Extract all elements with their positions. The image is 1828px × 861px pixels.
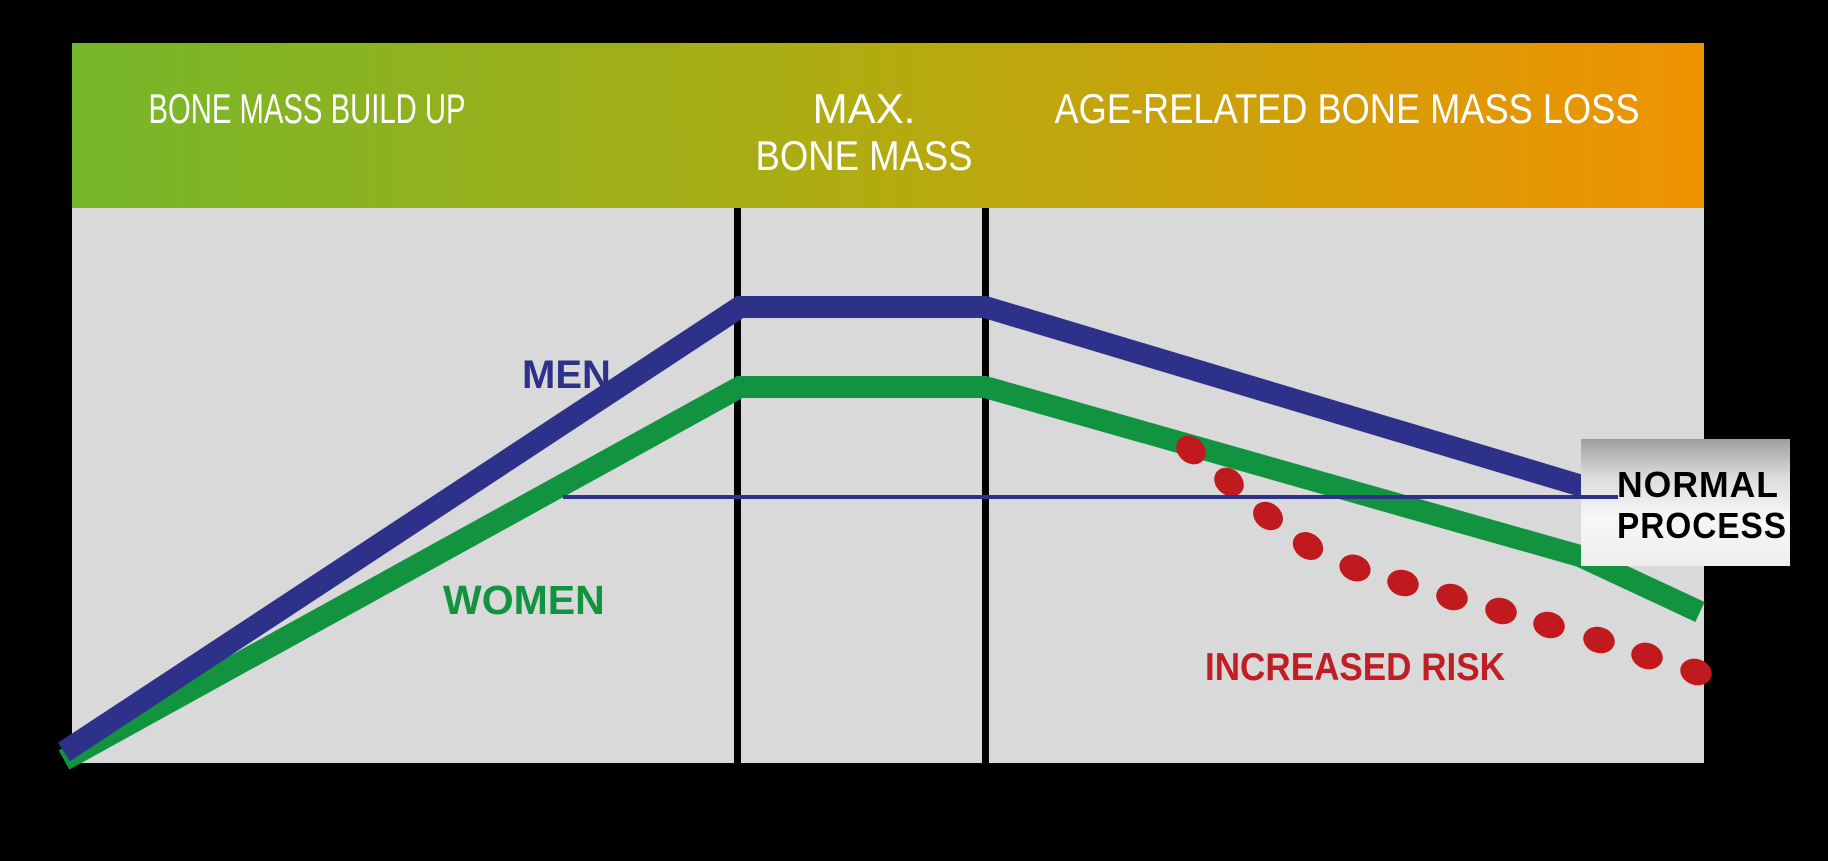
phase-divider-right: [982, 208, 989, 763]
men-label: MEN: [522, 353, 611, 397]
risk-dot: [1485, 597, 1517, 625]
phase-label-max-line1: MAX.: [813, 85, 916, 132]
normal-process-label-line1: NORMAL: [1617, 464, 1779, 505]
risk-dot: [1387, 569, 1419, 597]
phase-label-age-loss: AGE-RELATED BONE MASS LOSS: [1055, 85, 1640, 132]
risk-dot: [1214, 467, 1244, 497]
men-line: [57, 296, 1596, 762]
women-line: [58, 376, 1705, 770]
risk-dot: [1583, 626, 1615, 654]
risk-dot: [1680, 658, 1712, 686]
phase-header-bar: [72, 43, 1704, 208]
phase-label-build-up: BONE MASS BUILD UP: [149, 85, 466, 132]
phase-label-max-line2: BONE MASS: [756, 132, 973, 179]
increased-risk-label: INCREASED RISK: [1205, 646, 1505, 689]
women-label: WOMEN: [443, 577, 605, 623]
phase-divider-left: [734, 208, 741, 763]
normal-process-label-line2: PROCESS: [1617, 505, 1787, 546]
risk-dot: [1253, 501, 1283, 531]
increased-risk-dots: [1176, 435, 1712, 686]
risk-dot: [1339, 554, 1371, 582]
risk-dot: [1176, 435, 1206, 465]
risk-dot: [1631, 642, 1663, 670]
risk-dot: [1292, 532, 1324, 560]
risk-dot: [1533, 611, 1565, 639]
normal-process-box: [1581, 439, 1790, 566]
normal-process-threshold-line: [563, 495, 1618, 499]
risk-dot: [1436, 583, 1468, 611]
